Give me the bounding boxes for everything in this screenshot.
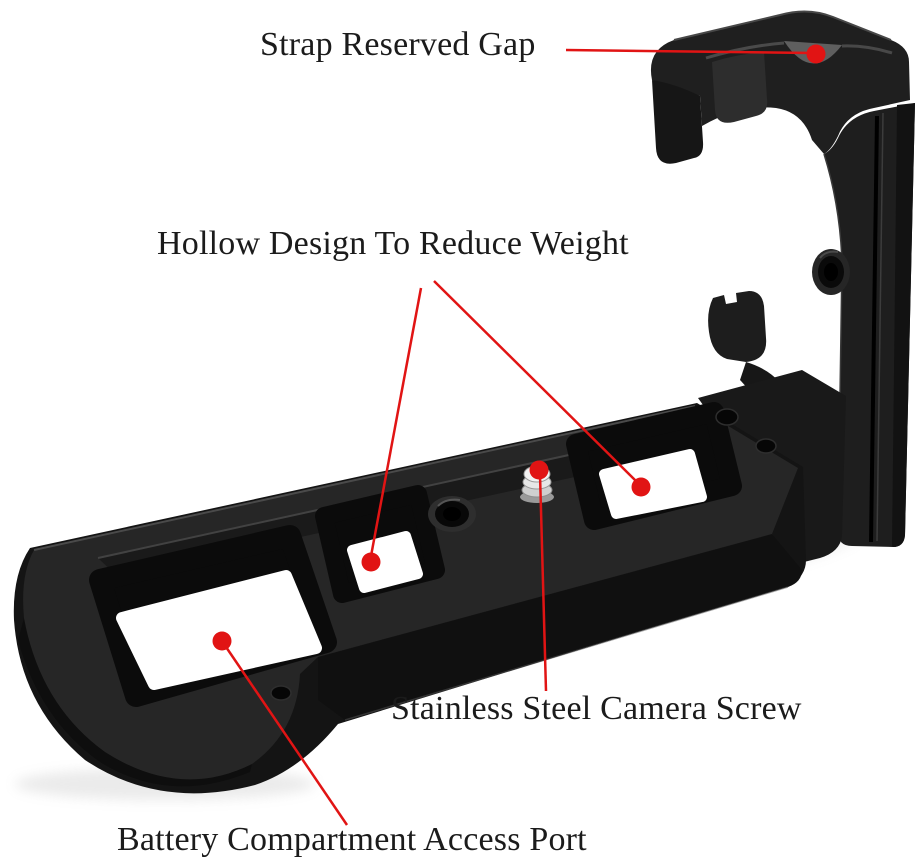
arm-front-face — [824, 103, 915, 547]
leader-dot-strap-gap — [806, 44, 826, 64]
arm-rail-groove — [869, 115, 879, 543]
leader-line-hollow-right — [433, 280, 639, 484]
hook-outer-finger — [652, 80, 704, 164]
base-front-face — [318, 534, 802, 720]
small-hole-2 — [755, 438, 777, 454]
leader-dot-hollow-middle — [361, 552, 381, 572]
leader-dot-hollow-right — [631, 477, 651, 497]
arm-screw-hole-highlight — [819, 250, 839, 259]
small-hole-1 — [715, 408, 739, 426]
annotation-leaders — [212, 44, 826, 826]
tripod-hole-highlight — [437, 498, 461, 507]
protrusion-claw — [708, 291, 767, 362]
strap-gap-slot-right — [841, 44, 893, 55]
leader-line-battery-port — [222, 643, 349, 826]
label-battery-compartment-access-port: Battery Compartment Access Port — [117, 821, 587, 858]
leader-line-strap-gap — [565, 48, 813, 55]
leader-line-hollow-middle — [369, 287, 423, 557]
leader-dot-battery-port — [212, 631, 232, 651]
small-hole-3 — [270, 685, 292, 701]
arm-side-rail — [892, 103, 915, 547]
arm-screw-hole-inner — [824, 263, 838, 281]
base-plate — [13, 402, 807, 794]
top-hook — [650, 10, 910, 164]
arm-rail-groove-highlight — [876, 112, 884, 542]
strap-gap-slot-left — [705, 41, 785, 60]
leader-dot-camera-screw — [529, 460, 549, 480]
hollow-cutout-right-opening — [599, 449, 707, 519]
vertical-arm — [812, 103, 915, 547]
label-stainless-steel-camera-screw: Stainless Steel Camera Screw — [391, 690, 802, 727]
tripod-hole-inner — [443, 507, 461, 521]
base-bottom-sheen — [344, 586, 789, 721]
label-strap-reserved-gap: Strap Reserved Gap — [260, 26, 536, 63]
leader-line-camera-screw — [538, 473, 548, 692]
hook-top-highlight — [673, 10, 892, 41]
hook-front-tongue — [712, 52, 768, 123]
battery-port-opening — [116, 570, 322, 690]
hollow-cutout-middle-opening — [347, 531, 423, 593]
label-hollow-design: Hollow Design To Reduce Weight — [157, 225, 629, 262]
